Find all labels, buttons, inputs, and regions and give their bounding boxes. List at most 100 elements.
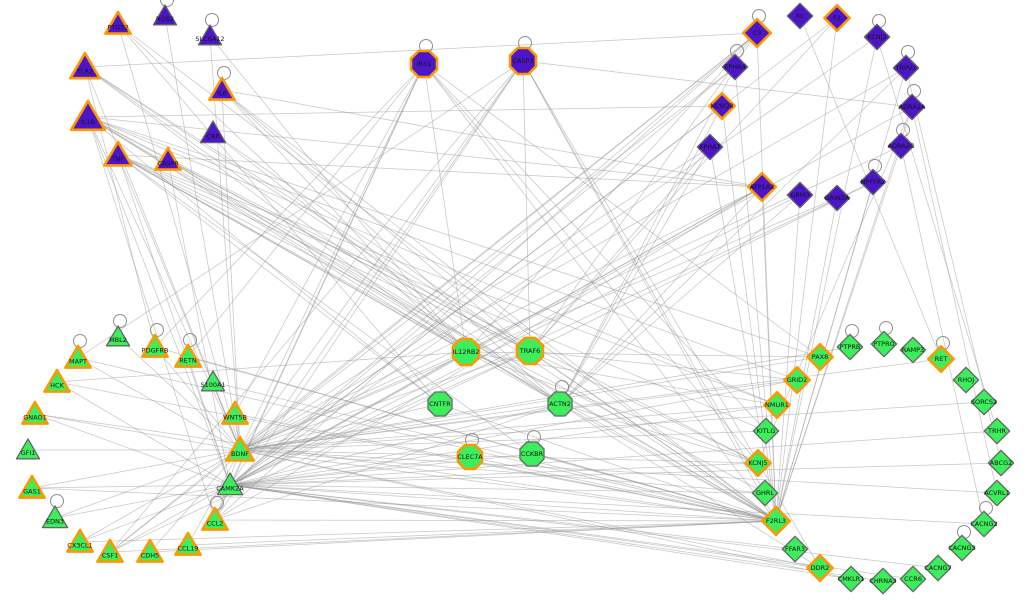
node-CRP[interactable]: CRP <box>199 120 227 144</box>
node-PTPRO[interactable]: PTPRO <box>870 321 898 358</box>
triangle-node-shape[interactable] <box>201 506 229 531</box>
diamond-node-shape[interactable] <box>869 567 897 595</box>
node-S100A1[interactable]: S100A1 <box>200 370 226 392</box>
diamond-node-shape[interactable] <box>859 168 887 196</box>
triangle-node-shape[interactable] <box>154 146 182 171</box>
node-WNT5B[interactable]: WNT5B <box>221 400 249 425</box>
node-EPHA7[interactable]: EPHA7 <box>696 133 724 161</box>
octagon-node-shape[interactable] <box>427 391 453 417</box>
node-NMUR1[interactable]: NMUR1 <box>763 391 791 419</box>
node-CSF1[interactable]: CSF1 <box>96 538 124 563</box>
diamond-node-shape[interactable] <box>806 343 834 371</box>
node-EDN3[interactable]: EDN3 <box>41 494 69 529</box>
node-TRPV1[interactable]: TRPV1 <box>892 45 920 82</box>
diamond-node-shape[interactable] <box>823 4 851 32</box>
diamond-node-shape[interactable] <box>952 366 980 394</box>
triangle-node-shape[interactable] <box>15 438 41 460</box>
diamond-node-shape[interactable] <box>892 54 920 82</box>
triangle-node-shape[interactable] <box>21 400 49 425</box>
node-CACNG2[interactable]: CACNG2 <box>970 501 998 538</box>
node-TLR2[interactable]: TLR2 <box>69 51 101 80</box>
octagon-node-shape[interactable] <box>456 443 484 471</box>
triangle-node-shape[interactable] <box>18 474 46 499</box>
node-RAMP3[interactable]: RAMP3 <box>899 336 927 364</box>
node-NOS2[interactable]: NOS2 <box>152 0 178 26</box>
node-CX3CL1[interactable]: CX3CL1 <box>66 528 94 553</box>
node-TNF[interactable]: TNF <box>103 140 133 167</box>
node-GAS1[interactable]: GAS1 <box>18 474 46 499</box>
diamond-node-shape[interactable] <box>806 554 834 582</box>
node-GRM3[interactable]: GRM3 <box>786 181 814 209</box>
triangle-node-shape[interactable] <box>64 344 92 369</box>
triangle-node-shape[interactable] <box>66 528 94 553</box>
node-CHRNA3[interactable]: CHRNA3 <box>869 567 897 595</box>
triangle-node-shape[interactable] <box>216 472 244 496</box>
triangle-node-shape[interactable] <box>43 368 71 393</box>
diamond-node-shape[interactable] <box>741 17 773 49</box>
node-IL1B[interactable]: IL1B <box>69 99 107 132</box>
node-RETN[interactable]: RETN <box>174 333 202 368</box>
node-GNAO1[interactable]: GNAO1 <box>21 400 49 425</box>
node-PTGS2[interactable]: PTGS2 <box>104 10 132 35</box>
diamond-node-shape[interactable] <box>760 505 792 537</box>
diamond-node-shape[interactable] <box>970 510 998 538</box>
triangle-node-shape[interactable] <box>197 24 223 46</box>
triangle-node-shape[interactable] <box>174 343 202 368</box>
diamond-node-shape[interactable] <box>899 565 927 593</box>
node-CCR6[interactable]: CCR6 <box>899 565 927 593</box>
triangle-node-shape[interactable] <box>225 435 255 462</box>
node-CACNG7[interactable]: CACNG7 <box>924 554 952 582</box>
node-HCK[interactable]: HCK <box>43 368 71 393</box>
triangle-node-shape[interactable] <box>208 76 236 101</box>
diamond-node-shape[interactable] <box>927 345 955 373</box>
node-GRIN2A[interactable]: GRIN2A <box>823 184 851 212</box>
node-MAPT[interactable]: MAPT <box>64 334 92 369</box>
node-CASP3[interactable]: CASP3 <box>508 36 538 76</box>
diamond-node-shape[interactable] <box>899 336 927 364</box>
triangle-node-shape[interactable] <box>221 400 249 425</box>
diamond-node-shape[interactable] <box>746 171 778 203</box>
diamond-node-shape[interactable] <box>786 2 814 30</box>
node-ADRA2A[interactable]: ADRA2A <box>899 84 926 121</box>
diamond-node-shape[interactable] <box>948 534 976 562</box>
node-MBL2[interactable]: MBL2 <box>105 314 131 347</box>
node-PTPRB[interactable]: PTPRB <box>836 324 864 361</box>
triangle-node-shape[interactable] <box>136 538 164 563</box>
triangle-node-shape[interactable] <box>152 4 178 26</box>
diamond-node-shape[interactable] <box>983 417 1011 445</box>
diamond-node-shape[interactable] <box>987 449 1015 477</box>
triangle-node-shape[interactable] <box>141 333 169 358</box>
node-CACNG3[interactable]: CACNG3 <box>948 525 976 562</box>
triangle-node-shape[interactable] <box>105 325 131 347</box>
diamond-node-shape[interactable] <box>837 565 865 593</box>
node-RET[interactable]: RET <box>927 336 955 373</box>
node-PAX8[interactable]: PAX8 <box>806 343 834 371</box>
diamond-node-shape[interactable] <box>783 366 811 394</box>
octagon-node-shape[interactable] <box>515 336 545 366</box>
diamond-node-shape[interactable] <box>786 181 814 209</box>
diamond-node-shape[interactable] <box>823 184 851 212</box>
triangle-node-shape[interactable] <box>103 140 133 167</box>
node-TRAF6[interactable]: TRAF6 <box>515 336 545 366</box>
node-GRID2[interactable]: GRID2 <box>783 366 811 394</box>
diamond-node-shape[interactable] <box>696 133 724 161</box>
triangle-node-shape[interactable] <box>174 531 202 556</box>
diamond-node-shape[interactable] <box>924 554 952 582</box>
triangle-node-shape[interactable] <box>41 505 69 529</box>
triangle-node-shape[interactable] <box>69 51 101 80</box>
diamond-node-shape[interactable] <box>870 330 898 358</box>
diamond-node-shape[interactable] <box>751 479 779 507</box>
node-SLC6A12[interactable]: SLC6A12 <box>195 13 225 46</box>
node-F2[interactable]: F2 <box>823 4 851 32</box>
diamond-node-shape[interactable] <box>836 333 864 361</box>
octagon-node-shape[interactable] <box>508 46 538 76</box>
node-KITLG[interactable]: KITLG <box>752 417 780 445</box>
triangle-node-shape[interactable] <box>96 538 124 563</box>
octagon-node-shape[interactable] <box>519 441 545 467</box>
node-TRHR[interactable]: TRHR <box>983 417 1011 445</box>
node-CCL19[interactable]: CCL19 <box>174 531 202 556</box>
diamond-node-shape[interactable] <box>863 23 891 51</box>
node-KCNJ2[interactable]: KCNJ2 <box>863 14 891 51</box>
diamond-node-shape[interactable] <box>887 132 915 160</box>
node-GFI1[interactable]: GFI1 <box>15 438 41 460</box>
